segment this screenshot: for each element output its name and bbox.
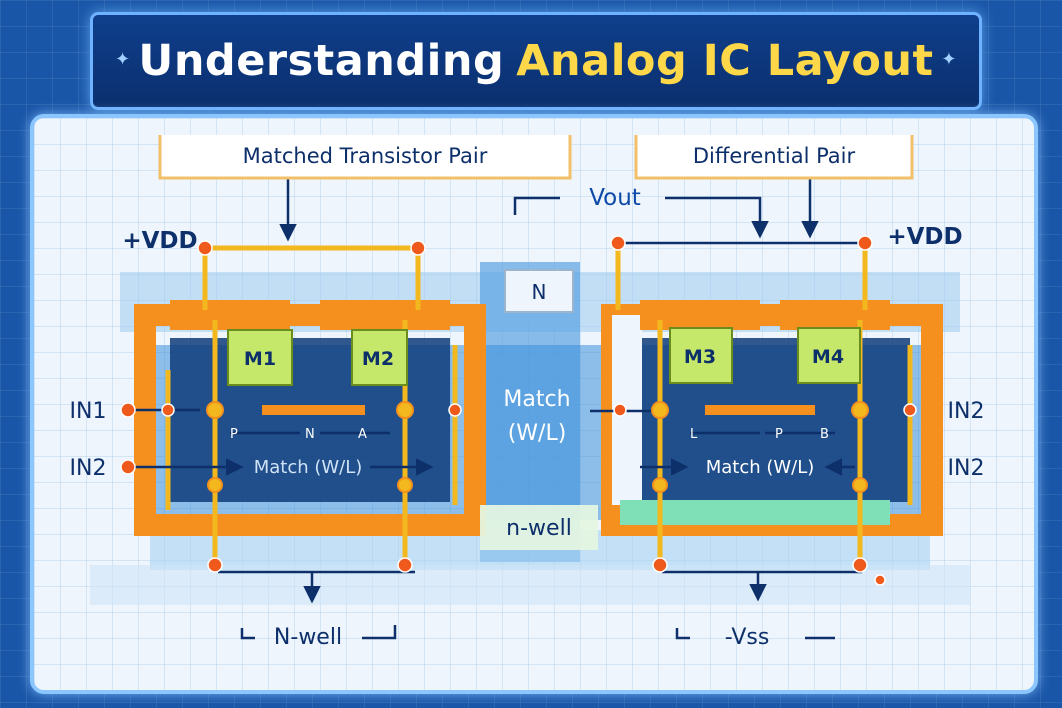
n-box: N — [504, 269, 574, 313]
transistor-m2: M2 — [351, 329, 408, 386]
m1-label: M1 — [244, 348, 276, 370]
vdd-left-label: +VDD — [122, 228, 197, 254]
in2-right-bottom-label: IN2 — [948, 456, 985, 481]
mark-a-left: A — [358, 427, 367, 442]
in1-left-label: IN1 — [70, 399, 107, 424]
vdd-right-label: +VDD — [887, 224, 962, 250]
left-marks: P N A — [230, 427, 367, 442]
nwell-bottom-label: N-well — [274, 625, 342, 650]
differential-pair-label-box: Differential Pair — [634, 135, 914, 180]
title-part2: Analog IC Layout — [516, 36, 934, 86]
transistor-m1: M1 — [227, 329, 293, 386]
m3-label: M3 — [684, 346, 716, 368]
differential-pair-label: Differential Pair — [693, 144, 856, 168]
mark-l-right: L — [690, 427, 698, 442]
match-center-line1: Match — [503, 387, 570, 412]
contact-nodes — [120, 235, 917, 586]
match-right-label: Match (W/L) — [706, 457, 815, 478]
mark-p-left: P — [230, 427, 238, 442]
mark-n-left: N — [305, 427, 315, 442]
title-banner: ✦ Understanding Analog IC Layout ✦ — [90, 12, 982, 110]
matched-pair-label: Matched Transistor Pair — [243, 144, 488, 168]
match-center-line2: (W/L) — [508, 421, 567, 446]
m2-label: M2 — [362, 348, 394, 370]
transistor-m3: M3 — [669, 327, 733, 384]
sparkle-icon: ✦ — [941, 49, 957, 70]
match-left-label: Match (W/L) — [254, 457, 363, 478]
matched-pair-label-box: Matched Transistor Pair — [158, 135, 572, 180]
in2-left-label: IN2 — [70, 456, 107, 481]
in2-right-top-label: IN2 — [948, 399, 985, 424]
n-label: N — [532, 280, 547, 304]
title-part1: Understanding — [138, 36, 505, 86]
mark-b-right: B — [820, 427, 829, 442]
via-rings — [206, 401, 869, 493]
nwell-center-label: n-well — [506, 516, 572, 541]
vout-label: Vout — [589, 185, 641, 211]
right-marks: L P B — [690, 427, 829, 442]
transistor-m4: M4 — [797, 327, 861, 384]
sparkle-icon: ✦ — [115, 49, 131, 70]
mark-p-right: P — [775, 427, 783, 442]
signal-lines — [130, 178, 865, 640]
nwell-center-box: n-well — [480, 505, 598, 550]
vss-label: -Vss — [725, 625, 770, 650]
m4-label: M4 — [812, 346, 844, 368]
